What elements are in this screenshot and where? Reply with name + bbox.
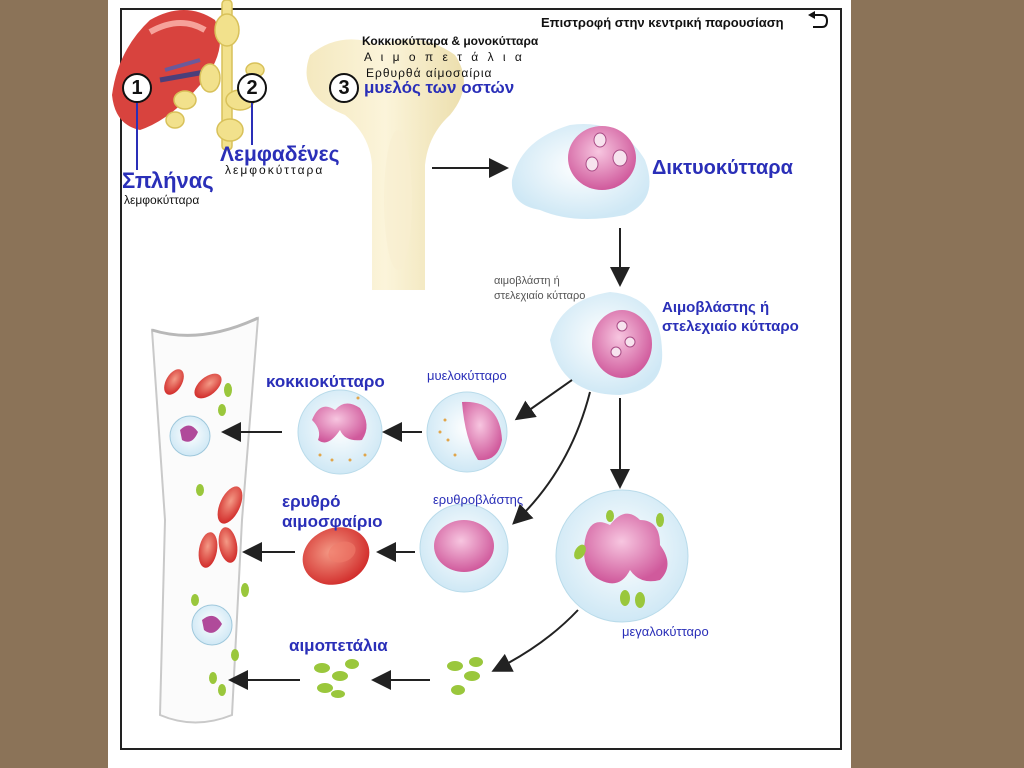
platelets-group	[314, 657, 483, 698]
marrow-number-badge: 3	[329, 73, 359, 103]
megakaryocyte-cell	[555, 489, 689, 623]
lymph-title: Λεμφαδένες	[220, 143, 340, 166]
lymph-number-badge: 2	[237, 73, 267, 103]
red-cell-label-1: ερυθρό	[282, 492, 341, 511]
marrow-line-1: Κοκκιοκύτταρα & μονοκύτταρα	[362, 34, 539, 48]
red-cell-label-2: αιμοσφαίριο	[282, 512, 383, 531]
marrow-line-2: Α ι μ ο π ε τ ά λ ι α	[364, 50, 525, 64]
flow-arrows	[221, 158, 630, 690]
lymph-nodes-illustration	[165, 0, 265, 151]
red-blood-cell	[302, 527, 370, 585]
blood-vessel-illustration	[150, 316, 260, 724]
stem-big-label-1: Αιμοβλάστης ή	[662, 299, 770, 316]
back-link-label: Επιστροφή στην κεντρική παρουσίαση	[541, 15, 784, 30]
lymph-subtitle: λεμφοκύτταρα	[225, 163, 325, 177]
back-to-main-presentation-link[interactable]: Επιστροφή στην κεντρική παρουσίαση	[541, 15, 784, 30]
myelocyte-label: μυελοκύτταρο	[427, 368, 507, 383]
stem-small-label-1: αιμοβλάστη ή	[494, 275, 560, 287]
reticulocyte-label: Δικτυοκύτταρα	[652, 157, 793, 179]
reticulocyte-cell	[511, 124, 650, 219]
stem-big-label-2: στελεχιαίο κύτταρο	[662, 318, 799, 335]
megakaryocyte-label: μεγαλοκύτταρο	[622, 624, 709, 639]
stem-small-label-2: στελεχιαίο κύτταρο	[494, 290, 586, 302]
spleen-title: Σπλήνας	[122, 168, 214, 193]
platelets-label: αιμοπετάλια	[289, 636, 388, 655]
erythroblast-cell	[419, 503, 509, 593]
granulocyte-label: κοκκιοκύτταρο	[266, 372, 385, 391]
erythroblast-label: ερυθροβλάστης	[433, 492, 524, 507]
spleen-subtitle: λεμφοκύτταρα	[124, 193, 200, 207]
granulocyte-cell	[297, 389, 383, 475]
spleen-number-badge: 1	[122, 73, 152, 103]
slide-frame	[120, 8, 842, 750]
return-arrow-icon[interactable]	[806, 10, 830, 32]
marrow-title: μυελός των οστών	[364, 78, 515, 97]
myelocyte-cell	[426, 391, 508, 473]
stem-cell	[550, 292, 663, 395]
marrow-line-3: Ερθυρθά αίμοσαίρια	[366, 66, 493, 80]
